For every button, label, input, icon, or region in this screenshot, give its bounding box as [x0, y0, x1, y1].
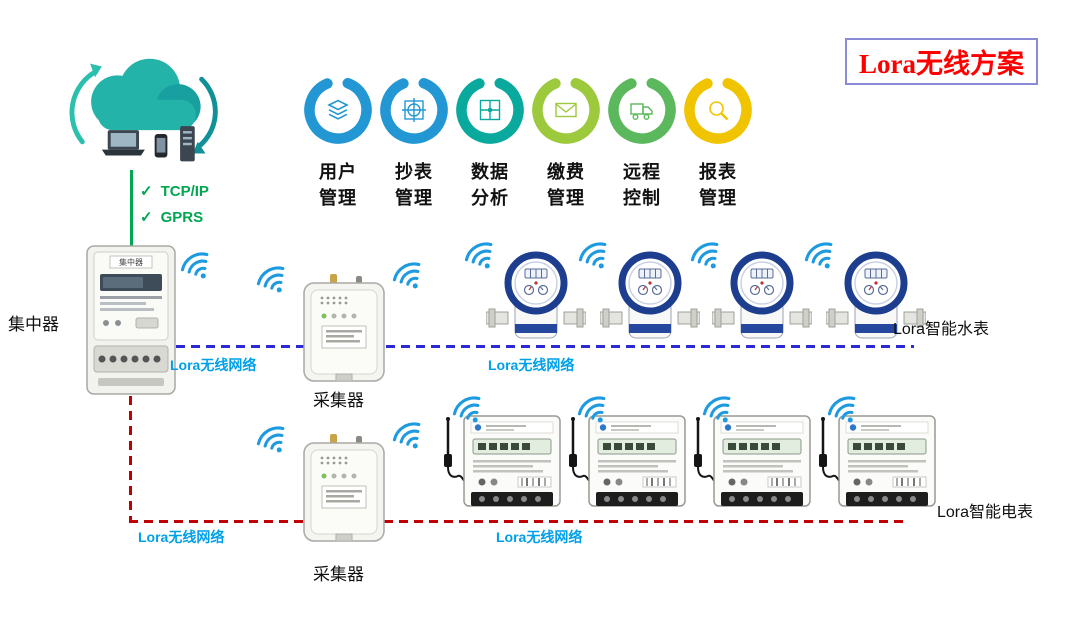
protocol-gprs: ✓ GPRS: [140, 204, 209, 230]
red-dashed-link-vertical: [129, 396, 132, 523]
concentrator-device: 集中器: [84, 242, 178, 398]
protocol-label: GPRS: [160, 208, 204, 226]
check-icon: ✓: [140, 183, 153, 200]
collector-device-bottom: [300, 434, 388, 544]
protocol-tcpip: ✓ TCP/IP: [140, 178, 209, 204]
water-meter-group-label: Lora智能水表: [893, 321, 990, 338]
ring-graphic: [456, 76, 524, 144]
ring-graphic: [608, 76, 676, 144]
feature-label: 缴费管理: [547, 162, 585, 208]
electric-meter: [563, 414, 688, 514]
feature-user-management: 用户管理: [300, 72, 376, 211]
collector-bottom-label: 采集器: [313, 565, 364, 584]
check-icon: ✓: [140, 209, 153, 226]
electric-meter: [438, 414, 563, 514]
electric-meter: [813, 414, 938, 514]
collector-device-top: [300, 274, 388, 384]
collector-top-label: 采集器: [313, 391, 364, 410]
wifi-icon: [175, 245, 222, 290]
envelope-icon: [555, 102, 577, 118]
feature-label: 抄表管理: [395, 162, 433, 208]
cloud-server-icon: [56, 46, 224, 178]
magnifier-icon: [708, 100, 729, 121]
wifi-icon: [251, 419, 298, 464]
wifi-icon: [387, 255, 434, 300]
protocol-label: TCP/IP: [160, 182, 209, 200]
feature-data-analysis: 数据分析: [452, 72, 528, 211]
feature-label: 报表管理: [699, 162, 737, 208]
feature-remote-control: 远程控制: [604, 72, 680, 211]
feature-label: 用户管理: [319, 162, 357, 208]
protocol-list: ✓ TCP/IP ✓ GPRS: [140, 178, 209, 230]
red-dashed-link-horizontal: [129, 520, 909, 523]
electric-meter-group-label: Lora智能电表: [937, 504, 1034, 521]
feature-payment-management: 缴费管理: [528, 72, 604, 211]
wifi-icon: [251, 259, 298, 304]
window-icon: [479, 99, 501, 121]
network-label-red-left: Lora无线网络: [138, 529, 225, 545]
feature-meter-reading: 抄表管理: [376, 72, 452, 211]
ring-graphic: [380, 76, 448, 144]
cloud-link-line: [130, 170, 133, 246]
crosshair-icon: [401, 97, 427, 123]
truck-icon: [630, 103, 653, 121]
ring-graphic: [532, 76, 600, 144]
concentrator-label: 集中器: [8, 315, 59, 334]
diagram-title: Lora无线方案: [845, 38, 1038, 85]
ring-graphic: [684, 76, 752, 144]
feature-label: 数据分析: [471, 162, 509, 208]
layers-icon: [328, 99, 348, 120]
electric-meter: [688, 414, 813, 514]
feature-report-management: 报表管理: [680, 72, 756, 211]
network-label-blue-right: Lora无线网络: [488, 357, 575, 373]
network-label-red-right: Lora无线网络: [496, 529, 583, 545]
ring-graphic: [304, 76, 372, 144]
feature-label: 远程控制: [623, 162, 661, 208]
blue-dashed-link: [176, 345, 914, 348]
concentrator-screen-label: 集中器: [119, 257, 143, 267]
feature-row: 用户管理 抄表管理 数据分析: [300, 72, 756, 211]
wifi-icon: [387, 415, 434, 460]
network-label-blue-left: Lora无线网络: [170, 357, 257, 373]
